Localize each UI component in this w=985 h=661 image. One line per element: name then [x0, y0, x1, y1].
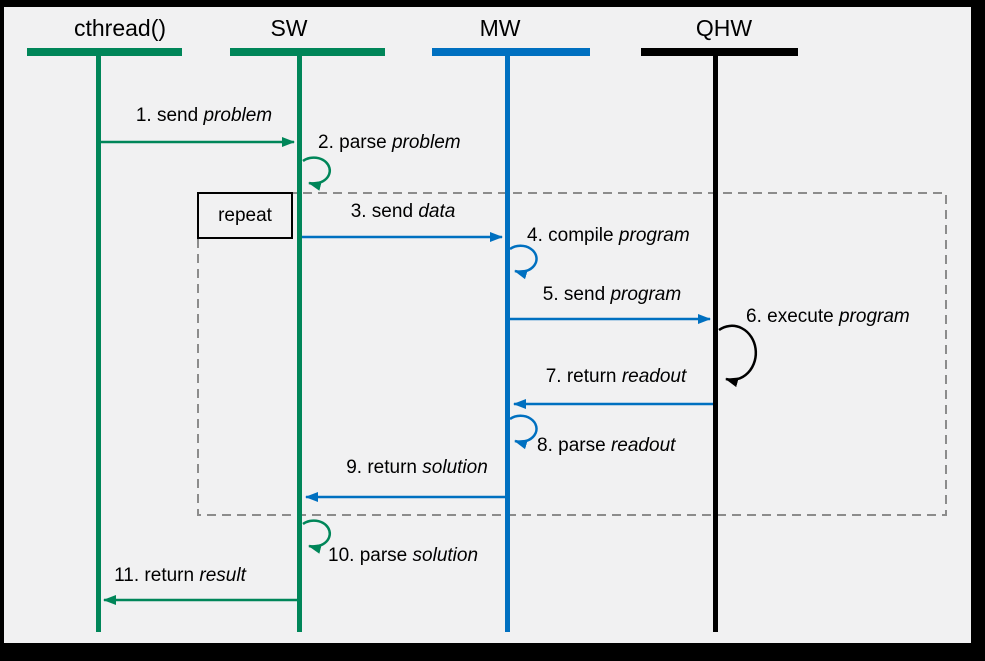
message-object: problem	[391, 132, 461, 153]
actor-head-bar-cthread	[27, 48, 182, 56]
message-object: data	[418, 201, 456, 222]
message-prefix: 5. send	[542, 284, 606, 305]
actor-label-sw: SW	[270, 15, 308, 41]
message-object: result	[199, 565, 246, 586]
message-prefix: 1. send	[135, 105, 199, 126]
message-object: problem	[203, 105, 273, 126]
actor-label-cthread: cthread()	[73, 15, 167, 41]
repeat-label: repeat	[218, 204, 272, 226]
actor-label-mw: MW	[479, 15, 521, 41]
actor-head-bar-mw	[432, 48, 590, 56]
lifeline-cthread	[96, 56, 101, 632]
actor-label-qhw: QHW	[695, 15, 753, 41]
message-prefix: 2. parse	[318, 132, 387, 153]
actor-head-bar-qhw	[641, 48, 798, 56]
lifeline-sw	[297, 56, 302, 632]
lifeline-mw	[505, 56, 510, 632]
message-object: program	[618, 225, 690, 246]
message-object: readout	[621, 366, 687, 387]
message-prefix: 7. return	[545, 366, 617, 387]
message-prefix: 10. parse	[328, 545, 408, 566]
repeat-fragment-label-box: repeat	[197, 192, 293, 239]
message-prefix: 8. parse	[537, 435, 606, 456]
message-object: program	[610, 284, 682, 305]
message-object: solution	[422, 457, 488, 478]
message-prefix: 6. execute	[746, 306, 834, 327]
message-prefix: 11. return	[114, 565, 195, 586]
message-object: solution	[412, 545, 479, 566]
message-prefix: 3. send	[350, 201, 414, 222]
message-prefix: 4. compile	[527, 225, 614, 246]
message-object: program	[838, 306, 910, 327]
actor-head-bar-sw	[230, 48, 385, 56]
message-object: readout	[610, 435, 676, 456]
lifeline-qhw	[713, 56, 718, 632]
message-prefix: 9. return	[346, 457, 417, 478]
